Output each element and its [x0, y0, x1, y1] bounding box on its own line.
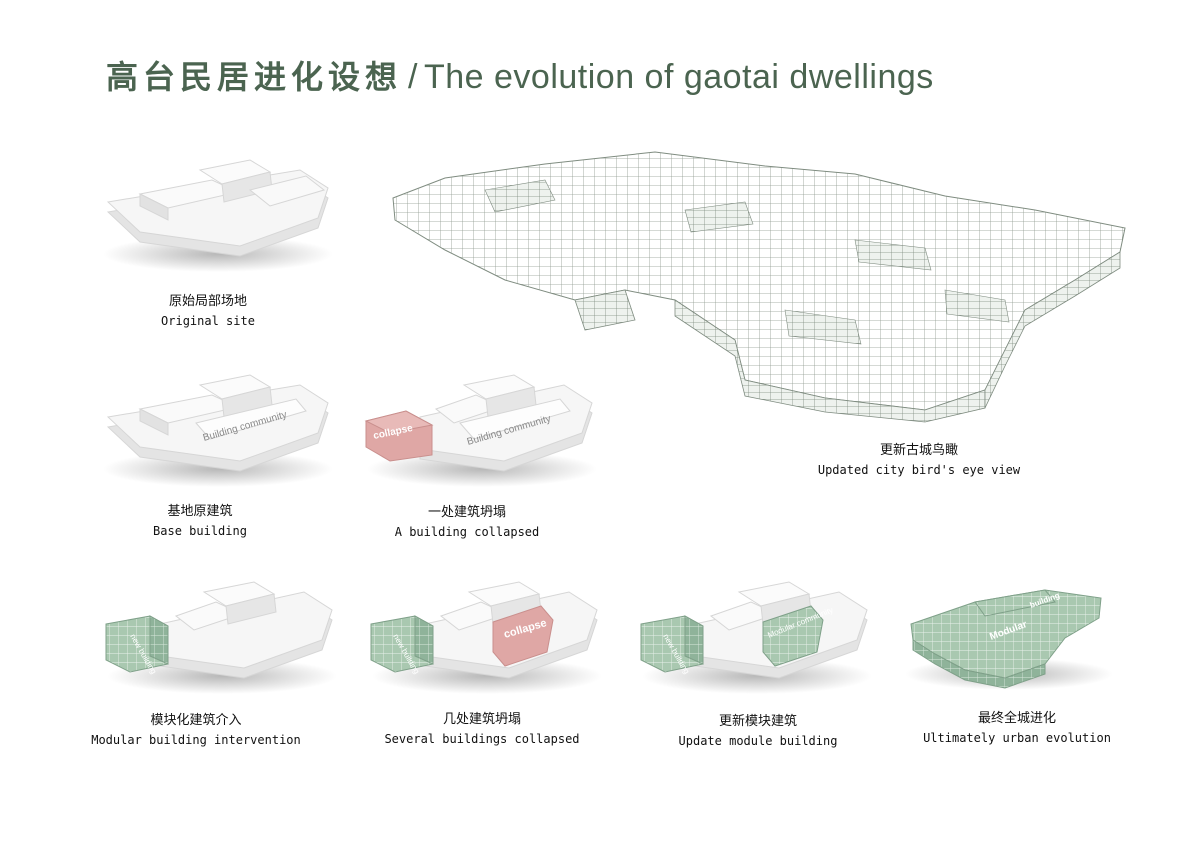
caption-zh: 最终全城进化: [977, 711, 1056, 726]
caption-zh: 更新模块建筑: [718, 714, 797, 729]
caption-zh: 一处建筑坍塌: [427, 505, 506, 520]
massing-original-site: [103, 159, 333, 272]
caption-original-site: 原始局部场地 Original site: [78, 293, 338, 331]
caption-en: Original site: [161, 314, 255, 328]
massing-update-module: new building Modular community: [640, 581, 872, 694]
massing-base-building: Building community: [103, 374, 333, 487]
caption-urban-evolution: 最终全城进化 Ultimately urban evolution: [887, 710, 1147, 748]
caption-zh: 几处建筑坍塌: [442, 712, 521, 727]
caption-building-collapsed: 一处建筑坍塌 A building collapsed: [337, 504, 597, 542]
massing-building-collapsed: collapse Building community: [364, 374, 597, 487]
title-chinese: 高台民居进化设想: [106, 58, 403, 96]
massing-urban-evolution: Modular building: [905, 589, 1113, 690]
caption-zh: 原始局部场地: [168, 294, 247, 309]
caption-modular-intervention: 模块化建筑介入 Modular building intervention: [66, 712, 326, 750]
title-separator: /: [408, 58, 418, 96]
caption-update-module: 更新模块建筑 Update module building: [628, 713, 888, 751]
caption-en: Modular building intervention: [91, 733, 301, 747]
page-title: 高台民居进化设想/The evolution of gaotai dwellin…: [106, 52, 934, 98]
caption-en: Update module building: [678, 734, 838, 748]
caption-en: Several buildings collapsed: [384, 732, 580, 746]
caption-zh: 更新古城鸟瞰: [879, 443, 958, 458]
caption-zh: 模块化建筑介入: [150, 713, 242, 728]
massing-modular-intervention: new building: [105, 581, 337, 694]
caption-zh: 基地原建筑: [167, 504, 233, 519]
caption-en: A building collapsed: [394, 525, 540, 539]
title-english: The evolution of gaotai dwellings: [423, 58, 934, 96]
caption-en: Ultimately urban evolution: [923, 731, 1111, 745]
caption-en: Updated city bird's eye view: [817, 463, 1021, 477]
caption-several-collapsed: 几处建筑坍塌 Several buildings collapsed: [352, 711, 612, 749]
caption-birds-eye-view: 更新古城鸟瞰 Updated city bird's eye view: [789, 442, 1049, 480]
caption-base-building: 基地原建筑 Base building: [70, 503, 330, 541]
caption-en: Base building: [153, 524, 247, 538]
massing-several-collapsed: new building collapse: [370, 581, 602, 694]
city-birds-eye-wireframe: [392, 151, 1126, 423]
